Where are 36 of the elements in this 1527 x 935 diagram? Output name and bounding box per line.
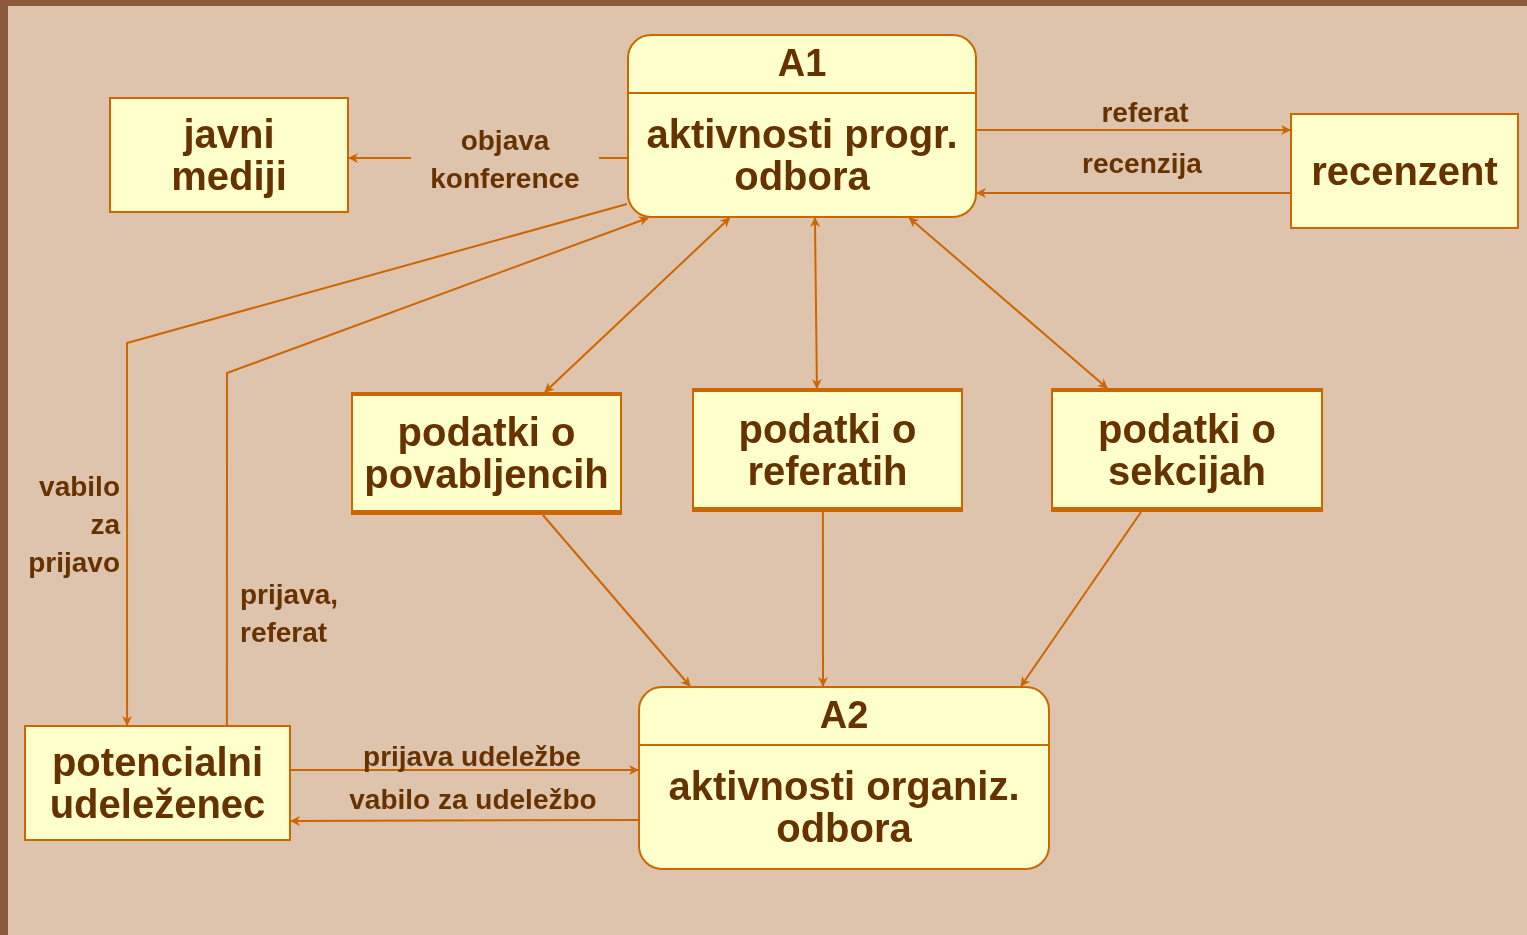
data-store bbox=[692, 388, 963, 512]
process-box bbox=[638, 686, 1050, 870]
arrow bbox=[225, 216, 649, 726]
node-label: podatki o povabljencih bbox=[363, 411, 610, 495]
node-label: podatki o referatih bbox=[737, 407, 918, 492]
arrow bbox=[1020, 511, 1143, 687]
arrow bbox=[810, 217, 822, 389]
edge-label: referat bbox=[1101, 96, 1189, 130]
arrow bbox=[290, 816, 639, 826]
process-id: A2 bbox=[640, 688, 1048, 746]
entity-box bbox=[109, 97, 349, 213]
arrow bbox=[976, 188, 1291, 198]
arrow bbox=[818, 511, 828, 687]
entity-box bbox=[24, 725, 291, 841]
process-box bbox=[627, 34, 977, 218]
process-name: aktivnosti progr. odbora bbox=[645, 113, 959, 197]
edge-label: prijava, referat bbox=[240, 578, 340, 650]
data-store bbox=[1051, 388, 1323, 512]
node-label: recenzent bbox=[1311, 150, 1498, 192]
node-label: podatki o sekcijah bbox=[1097, 407, 1277, 492]
edge-label: vabilo za udeležbo bbox=[349, 783, 597, 817]
data-store bbox=[351, 392, 622, 515]
arrow bbox=[290, 765, 639, 776]
arrow bbox=[541, 514, 691, 687]
edge-label: prijava udeležbe bbox=[363, 740, 581, 774]
node-label: javni mediji bbox=[170, 113, 288, 197]
arrow bbox=[908, 217, 1109, 389]
process-name: aktivnosti organiz. odbora bbox=[667, 765, 1021, 849]
node-label: potencialni udeleženec bbox=[49, 741, 266, 825]
entity-box bbox=[1290, 113, 1519, 229]
edge-label: vabilo za prijavo bbox=[27, 470, 120, 580]
arrow bbox=[122, 203, 628, 726]
edge-label: recenzija bbox=[1082, 147, 1202, 181]
arrow bbox=[544, 217, 731, 393]
arrow bbox=[976, 125, 1291, 136]
process-id: A1 bbox=[629, 36, 975, 94]
